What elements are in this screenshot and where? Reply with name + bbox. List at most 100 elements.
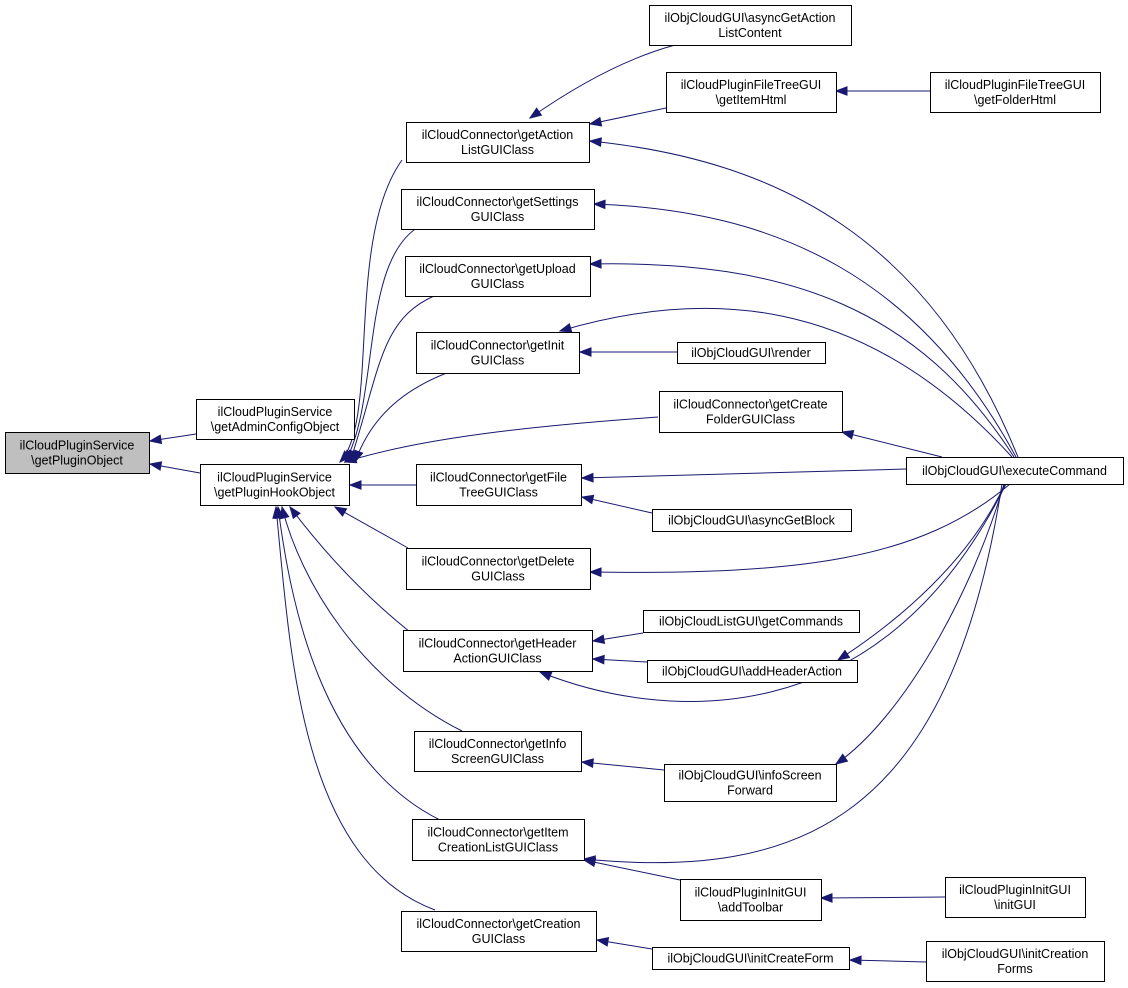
node-initGUI[interactable]: ilCloudPluginInitGUI\initGUI	[945, 877, 1086, 918]
node-label-line: ilObjCloudGUI\asyncGetBlock	[668, 514, 835, 528]
edge-infoScreen-to-hookObj	[279, 505, 463, 732]
node-label-line: ilCloudPluginInitGUI	[695, 886, 807, 900]
edge-initCreationForms-to-initCreateForm	[848, 955, 927, 966]
node-label-line: ilObjCloudListGUI\getCommands	[659, 615, 843, 629]
node-label-line: ilObjCloudGUI\asyncGetAction	[665, 11, 836, 25]
node-box	[666, 72, 837, 113]
edge-init-to-hookObj	[354, 370, 453, 464]
edge-line	[593, 203, 1017, 458]
node-label-line: ilCloudConnector\getCreate	[673, 398, 827, 412]
node-label-line: \initGUI	[994, 898, 1036, 912]
node-addHeaderAction[interactable]: ilObjCloudGUI\addHeaderAction	[647, 660, 858, 683]
node-label-line: GUIClass	[471, 354, 524, 368]
edge-initGUI-to-addToolbar	[819, 892, 946, 903]
node-render[interactable]: ilObjCloudGUI\render	[677, 342, 826, 364]
node-label-line: ilObjCloudGUI\initCreateForm	[667, 952, 833, 966]
edge-arrowhead	[538, 671, 553, 681]
edge-line	[334, 506, 409, 549]
node-executeCommand[interactable]: ilObjCloudGUI\executeCommand	[906, 457, 1124, 485]
edge-arrowhead	[591, 634, 606, 645]
node-label-line: \addToolbar	[718, 901, 783, 915]
edge-arrowhead	[148, 461, 163, 471]
edge-arrowhead	[289, 505, 301, 520]
edge-arrowhead	[592, 199, 606, 210]
edge-asyncBlock-to-fileTree	[580, 494, 653, 514]
node-box	[200, 464, 350, 506]
node-box	[649, 5, 852, 46]
edge-executeCommand-to-actionList	[588, 137, 1019, 458]
edge-creation-to-hookObj	[272, 505, 436, 911]
edge-addToolbar-to-itemCreation	[582, 857, 681, 881]
node-adminConfig[interactable]: ilCloudPluginService\getAdminConfigObjec…	[196, 399, 355, 440]
edge-getCommands-to-headerAction	[591, 632, 644, 645]
edge-executeCommand-to-infoForward	[834, 483, 1005, 765]
node-itemHtml[interactable]: ilCloudPluginFileTreeGUI\getItemHtml	[666, 72, 837, 113]
edge-arrowhead	[588, 137, 602, 148]
edge-line	[277, 506, 441, 821]
node-getCommands[interactable]: ilObjCloudListGUI\getCommands	[643, 610, 860, 633]
node-label-line: ilObjCloudGUI\initCreation	[942, 947, 1089, 961]
node-label-line: CreationListGUIClass	[438, 841, 558, 855]
node-label-line: ilCloudConnector\getInfo	[429, 737, 567, 751]
edge-infoForward-to-infoScreen	[580, 758, 665, 771]
edge-arrowhead	[343, 453, 358, 464]
node-asyncBlock[interactable]: ilObjCloudGUI\asyncGetBlock	[652, 509, 852, 532]
edge-delete-to-hookObj	[333, 506, 409, 549]
node-box	[412, 819, 585, 861]
node-box	[680, 879, 822, 921]
nodes-layer: ilCloudPluginService\getPluginObject ilCl…	[5, 5, 1124, 982]
edge-initCreateForm-to-creation	[595, 936, 653, 950]
edge-arrowhead	[582, 857, 597, 868]
node-box	[930, 72, 1101, 113]
edge-line	[837, 483, 1006, 661]
edge-line	[589, 107, 667, 125]
node-label-line: Forward	[727, 784, 773, 798]
node-box	[401, 911, 597, 952]
node-label-line: ilCloudConnector\getFile	[430, 471, 567, 485]
node-box	[906, 457, 1124, 485]
node-box	[416, 464, 582, 506]
edge-arrowhead	[580, 758, 594, 769]
edge-executeCommand-to-headerAction	[538, 483, 1007, 702]
edge-hookObj-to-root	[148, 461, 201, 474]
node-initCreateForm[interactable]: ilObjCloudGUI\initCreateForm	[652, 947, 850, 970]
edge-executeCommand-to-addHeaderAction	[836, 483, 1006, 661]
node-addToolbar[interactable]: ilCloudPluginInitGUI\addToolbar	[680, 879, 822, 921]
node-label-line: \getPluginObject	[31, 454, 123, 468]
edge-line	[529, 44, 676, 119]
node-root[interactable]: ilCloudPluginService\getPluginObject	[5, 432, 150, 474]
edge-line	[820, 896, 946, 899]
node-box	[643, 610, 860, 633]
node-box	[416, 332, 580, 374]
edge-arrowhead	[588, 567, 602, 578]
edge-fileTree-to-hookObj	[348, 480, 416, 490]
edge-line	[281, 506, 463, 732]
node-itemCreation[interactable]: ilCloudConnector\getItemCreationListGUIC…	[412, 819, 585, 861]
node-hookObj[interactable]: ilCloudPluginService\getPluginHookObject	[200, 464, 350, 506]
node-box	[5, 432, 150, 474]
edge-line	[589, 263, 1015, 458]
node-label-line: ilCloudConnector\getDelete	[422, 555, 575, 569]
edge-arrowhead	[148, 434, 163, 445]
edge-executeCommand-to-init	[558, 307, 1013, 458]
node-folderHtml[interactable]: ilCloudPluginFileTreeGUI\getFolderHtml	[930, 72, 1101, 113]
node-label-line: GUIClass	[472, 932, 525, 946]
node-label-line: ilCloudConnector\getUpload	[419, 262, 575, 276]
node-label-line: ilCloudPluginFileTreeGUI	[681, 78, 822, 92]
edge-line	[354, 370, 453, 463]
node-box	[659, 391, 843, 433]
